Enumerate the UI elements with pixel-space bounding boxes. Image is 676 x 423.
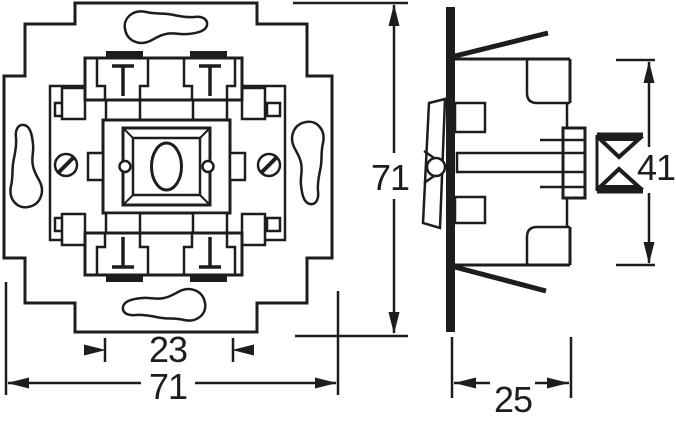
terminal-screw-slot	[199, 237, 221, 269]
pocket-wall	[95, 233, 107, 275]
screw-slot	[56, 155, 76, 175]
ribbed-block	[561, 126, 587, 200]
pocket-wall	[182, 58, 194, 100]
arrow-right-icon	[315, 377, 337, 389]
claw-spreader	[594, 132, 645, 194]
wing-right	[240, 212, 267, 247]
actuator-opening	[150, 141, 183, 192]
dim-side-claw-span: 41	[616, 58, 676, 267]
tab-bottom-left	[104, 211, 142, 235]
pocket-wall	[95, 58, 107, 100]
terminal-screw-slot	[199, 64, 221, 96]
terminal-block-bottom	[60, 212, 267, 282]
pivot-right	[201, 159, 215, 174]
arrow-left-icon	[7, 377, 29, 389]
claw-bottom	[450, 263, 547, 294]
tab-top-left	[104, 98, 142, 122]
frame-bevels	[122, 127, 211, 206]
pocket-wall	[225, 233, 237, 275]
pocket-wall	[138, 233, 150, 275]
arrow-left-icon	[454, 377, 476, 389]
wing-left	[60, 212, 87, 247]
claw-top	[450, 30, 549, 60]
wing-left	[60, 86, 87, 121]
dim-label-front-overall-width: 71	[149, 366, 187, 407]
dim-label-front-overall-height: 71	[371, 157, 409, 198]
arrow-up-icon	[643, 61, 655, 83]
dim-side-depth: 25	[450, 337, 573, 420]
block-body	[83, 231, 244, 277]
flange-plate	[446, 7, 455, 332]
dim-label-side-depth: 25	[494, 379, 532, 420]
plate-hole-bottom-right	[265, 216, 282, 233]
dim-front-overall-width: 71	[4, 282, 340, 407]
arrow-right-icon	[84, 344, 106, 356]
side-view	[421, 7, 645, 332]
contact-bar-left	[106, 51, 143, 59]
spreader-tooth-top	[594, 137, 645, 160]
side-tab-left	[86, 151, 105, 182]
dim-front-overall-height: 71	[293, 1, 410, 338]
claw-tooth	[423, 149, 450, 185]
corner-contour-top	[525, 59, 570, 105]
arrow-down-icon	[388, 312, 400, 334]
dim-label-side-claw-span: 41	[637, 147, 675, 188]
contact-bar-left	[106, 274, 143, 282]
front-view	[2, 1, 334, 334]
corner-contour-bottom	[525, 225, 570, 265]
wing-right	[240, 86, 267, 121]
rocker-frame-inner	[131, 136, 202, 197]
terminal-screw-slot	[112, 64, 134, 96]
screw-slot	[259, 155, 279, 175]
pocket-wall	[138, 58, 150, 100]
claw-lever	[421, 97, 450, 230]
terminal-block-top	[60, 51, 267, 121]
dim-label-front-inner-width: 23	[149, 329, 187, 370]
tab-top-right	[191, 98, 229, 122]
pivot-left	[118, 159, 132, 174]
contact-bar-right	[190, 51, 227, 59]
pocket-wall	[182, 233, 194, 275]
screw-right	[256, 152, 282, 178]
plunger	[540, 126, 587, 200]
contact-bar-right	[190, 274, 227, 282]
spreader-tooth-bottom	[594, 166, 645, 189]
arrow-right-icon	[547, 377, 569, 389]
screw-left	[53, 152, 79, 178]
claw-screw-icon	[425, 156, 447, 178]
terminal-screw-slot	[112, 237, 134, 269]
arrow-up-icon	[388, 4, 400, 26]
side-tab-right	[228, 151, 247, 182]
plate-hole-top-right	[265, 101, 282, 118]
tab-bottom-right	[191, 211, 229, 235]
dim-front-inner-width: 23	[84, 329, 254, 370]
arrow-down-icon	[643, 242, 655, 264]
arrow-left-icon	[232, 344, 254, 356]
pocket-wall	[225, 58, 237, 100]
